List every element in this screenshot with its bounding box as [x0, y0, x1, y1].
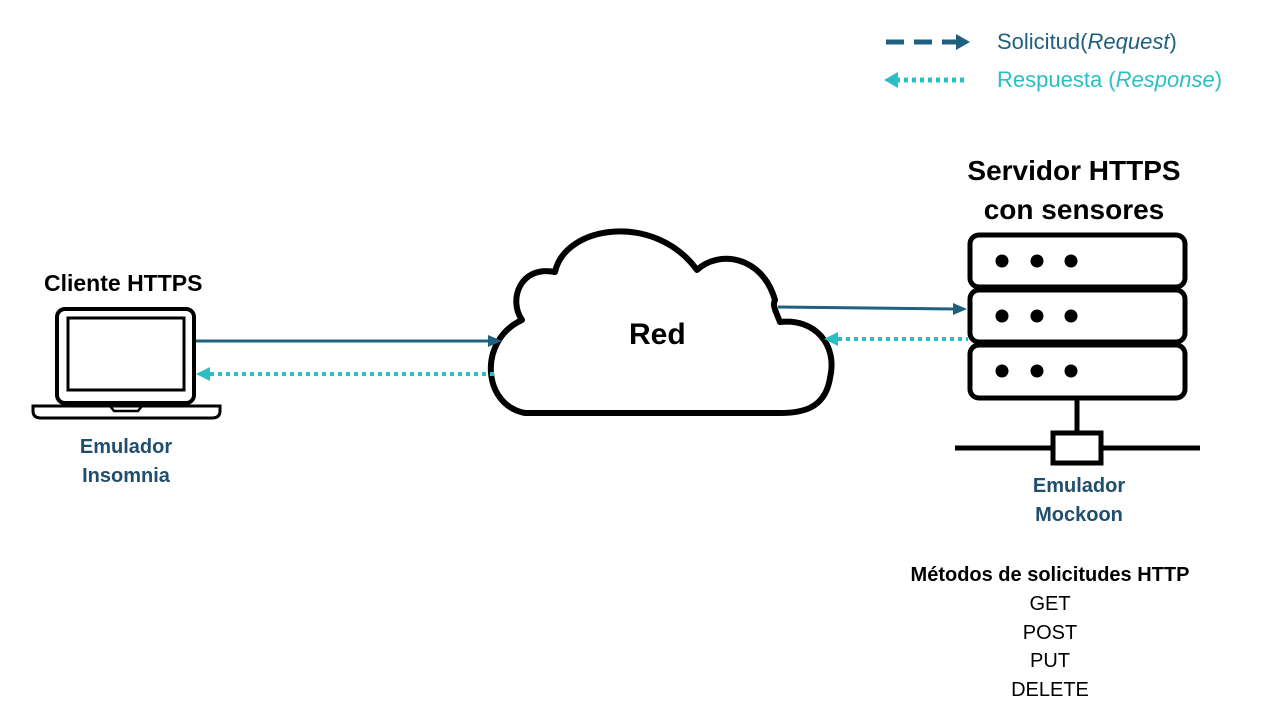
server-icon: [955, 232, 1200, 466]
server-title-line1: Servidor HTTPS: [967, 155, 1181, 186]
legend-response-label: Respuesta (Response): [997, 67, 1223, 92]
response-arrow-server-to-network: [824, 332, 968, 346]
http-methods-title: Métodos de solicitudes HTTP: [910, 564, 1190, 586]
cloud-icon: [487, 228, 835, 416]
request-arrow-network-to-server: [777, 303, 967, 315]
client-emulator-line1: Emulador: [79, 436, 173, 458]
http-method-delete: DELETE: [1011, 679, 1089, 702]
legend-request-line: [886, 34, 970, 50]
server-title: Servidor HTTPS con sensores: [944, 151, 1204, 229]
response-arrow-network-to-client: [196, 367, 498, 381]
client-emulator-label: Emulador Insomnia: [46, 433, 206, 491]
network-label: Red: [629, 318, 686, 351]
server-emulator-line2: Mockoon: [1035, 504, 1123, 526]
http-methods-block: Métodos de solicitudes HTTP GET POST PUT…: [880, 561, 1220, 705]
http-method-put: PUT: [1030, 650, 1070, 673]
legend-response-line: [884, 72, 968, 88]
request-arrow-client-to-network: [196, 335, 502, 347]
http-method-post: POST: [1022, 621, 1078, 644]
legend-request-label: Solicitud(Request): [997, 29, 1177, 54]
client-emulator-line2: Insomnia: [82, 465, 170, 487]
server-title-line2: con sensores: [983, 194, 1165, 225]
server-emulator-line1: Emulador: [1032, 475, 1126, 497]
client-title: Cliente HTTPS: [44, 270, 203, 296]
http-method-get: GET: [1029, 592, 1071, 615]
laptop-icon: [31, 307, 222, 420]
server-emulator-label: Emulador Mockoon: [999, 472, 1159, 530]
